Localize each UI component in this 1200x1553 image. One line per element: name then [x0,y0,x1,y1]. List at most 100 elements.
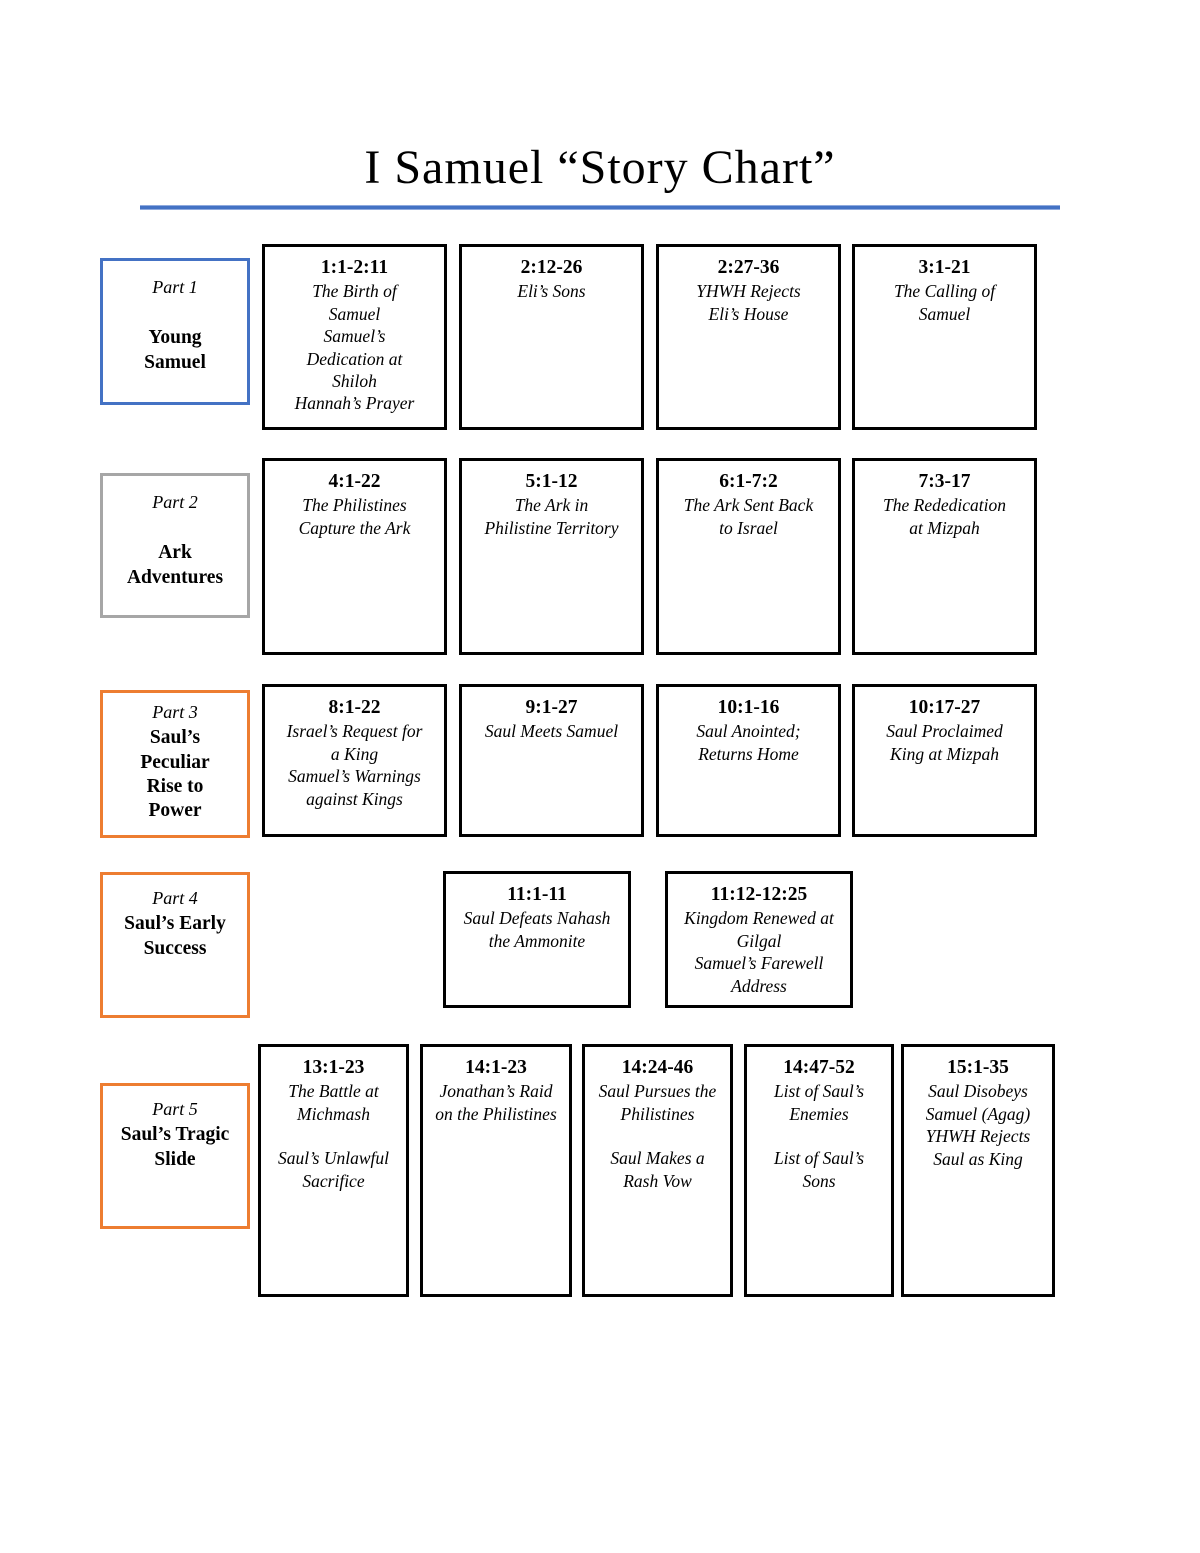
chapter-box-5-1-12: 5:1-12 The Ark in Philistine Territory [459,458,644,655]
part-box-4-sauls-early-success: Part 4 Saul’s Early Success [100,872,250,1018]
chapter-summary: Eli’s Sons [462,280,641,302]
chapter-summary-line: Eli’s Sons [517,281,586,302]
chapter-summary-line: Samuel’s Farewell Address [694,953,824,996]
chapter-summary-line: Samuel’s Dedication at Shiloh [306,326,403,391]
chapter-summary-line: The Calling of Samuel [893,281,996,324]
chapter-box-14-1-23: 14:1-23 Jonathan’s Raid on the Philistin… [420,1044,572,1297]
chapter-ref: 1:1-2:11 [320,257,389,278]
chapter-summary: Saul Disobeys Samuel (Agag)YHWH Rejects … [904,1080,1052,1170]
part-title: Saul’s Peculiar Rise to Power [140,727,210,822]
chapter-summary-line: The Rededication at Mizpah [883,495,1006,538]
chapter-summary: Saul Meets Samuel [462,720,641,742]
chapter-ref: 9:1-27 [525,697,578,718]
chapter-ref: 2:27-36 [717,257,780,278]
chapter-ref: 14:24-46 [621,1057,694,1078]
chapter-summary-line [271,1125,396,1147]
chapter-ref: 8:1-22 [328,697,381,718]
part-title: Young Samuel [144,327,206,373]
part-label: Part 4 [152,888,198,908]
chapter-ref: 14:47-52 [783,1057,855,1078]
chapter-ref: 10:17-27 [908,697,981,718]
chapter-box-6-1-7-2: 6:1-7:2 The Ark Sent Back to Israel [656,458,841,655]
chapter-summary-line: Saul Pursues the Philistines [598,1081,717,1124]
chapter-summary: YHWH Rejects Eli’s House [659,280,838,325]
chapter-box-2-12-26: 2:12-26 Eli’s Sons [459,244,644,430]
title-underline [140,205,1060,210]
chapter-box-3-1-21: 3:1-21 The Calling of Samuel [852,244,1037,430]
chapter-box-10-1-16: 10:1-16 Saul Anointed; Returns Home [656,684,841,837]
chapter-summary: Saul Defeats Nahash the Ammonite [446,907,628,952]
chapter-summary-line: Israel’s Request for a King [286,721,423,764]
chapter-summary: The Calling of Samuel [855,280,1034,325]
chapter-ref: 10:1-16 [717,697,780,718]
page-title: I Samuel “Story Chart” [364,141,836,194]
part-label: Part 2 [152,492,198,512]
chapter-summary-line: List of Saul’s Sons [773,1148,865,1191]
chapter-box-10-17-27: 10:17-27 Saul Proclaimed King at Mizpah [852,684,1037,837]
chapter-ref: 3:1-21 [918,257,971,278]
chapter-box-11-1-11: 11:1-11 Saul Defeats Nahash the Ammonite [443,871,631,1008]
part-box-5-sauls-tragic-slide: Part 5 Saul’s Tragic Slide [100,1083,250,1229]
chapter-summary-line: Hannah’s Prayer [294,393,415,414]
part-label: Part 3 [152,702,198,722]
chapter-box-15-1-35: 15:1-35 Saul Disobeys Samuel (Agag)YHWH … [901,1044,1055,1297]
chapter-ref: 2:12-26 [520,257,583,278]
chapter-box-7-3-17: 7:3-17 The Rededication at Mizpah [852,458,1037,655]
chapter-summary: The Philistines Capture the Ark [265,494,444,539]
chapter-summary-line: Saul’s Unlawful Sacrifice [277,1148,389,1191]
chapter-summary-line: Kingdom Renewed at Gilgal [684,908,834,951]
part-box-3-sauls-rise: Part 3 Saul’s Peculiar Rise to Power [100,690,250,838]
part-label: Part 5 [152,1099,198,1119]
chapter-summary: Jonathan’s Raid on the Philistines [423,1080,569,1125]
chapter-summary-line: YHWH Rejects Saul as King [925,1126,1031,1169]
chapter-ref: 11:12-12:25 [710,884,808,905]
chapter-ref: 11:1-11 [507,884,567,905]
chapter-summary-line: Saul Disobeys Samuel (Agag) [925,1081,1031,1124]
chapter-box-4-1-22: 4:1-22 The Philistines Capture the Ark [262,458,447,655]
chapter-summary: The Rededication at Mizpah [855,494,1034,539]
part-box-2-ark-adventures: Part 2 Ark Adventures [100,473,250,618]
chapter-summary: The Ark in Philistine Territory [462,494,641,539]
chapter-summary-line: Saul Defeats Nahash the Ammonite [463,908,611,951]
chapter-summary-line: Saul Proclaimed King at Mizpah [886,721,1003,764]
chapter-summary-line: The Battle at Michmash [288,1081,379,1124]
chapter-ref: 14:1-23 [465,1057,527,1078]
chapter-summary-line: YHWH Rejects Eli’s House [696,281,801,324]
part-title: Saul’s Early Success [124,913,226,959]
chapter-summary-line: The Ark in Philistine Territory [484,495,619,538]
chapter-summary-line: Samuel’s Warnings against Kings [288,766,421,809]
chapter-summary-line: The Philistines Capture the Ark [298,495,411,538]
chapter-ref: 13:1-23 [302,1057,365,1078]
chapter-summary-line: List of Saul’s Enemies [773,1081,865,1124]
part-title: Saul’s Tragic Slide [120,1124,230,1170]
chapter-summary-line: Jonathan’s Raid on the Philistines [435,1081,557,1124]
chapter-ref: 5:1-12 [525,471,578,492]
chapter-summary: Saul Proclaimed King at Mizpah [855,720,1034,765]
chapter-summary-line [595,1125,720,1147]
chapter-summary-line: The Birth of Samuel [312,281,397,324]
chapter-summary-line: The Ark Sent Back to Israel [683,495,814,538]
chapter-summary: The Ark Sent Back to Israel [659,494,838,539]
chapter-ref: 6:1-7:2 [719,471,778,492]
chapter-box-9-1-27: 9:1-27 Saul Meets Samuel [459,684,644,837]
chapter-ref: 7:3-17 [918,471,971,492]
chapter-ref: 15:1-35 [947,1057,1009,1078]
chapter-ref: 4:1-22 [328,471,381,492]
part-box-1-young-samuel: Part 1 Young Samuel [100,258,250,405]
chapter-summary-line: Saul Anointed; Returns Home [696,721,801,764]
chapter-summary: Saul Anointed; Returns Home [659,720,838,765]
chapter-summary-line: Saul Makes a Rash Vow [610,1148,705,1191]
